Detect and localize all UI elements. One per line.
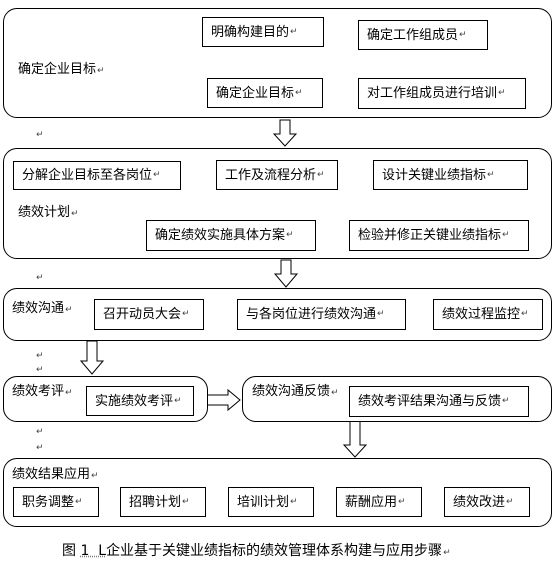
step-box: 实施绩效考评↵ (86, 386, 194, 416)
step-box: 对工作组成员进行培训↵ (358, 78, 526, 109)
stage-label: 绩效沟通↵ (12, 301, 73, 316)
step-box: 绩效过程监控↵ (433, 299, 543, 330)
step-box: 检验并修正关键业绩指标↵ (349, 220, 529, 251)
paragraph-mark: ↵ (36, 351, 44, 361)
stage-label: 绩效结果应用↵ (12, 467, 99, 482)
step-box: 职务调整↵ (13, 487, 99, 517)
step-box: 明确构建目的↵ (202, 17, 324, 47)
stage-arrow-1 (272, 119, 298, 147)
step-box: 与各岗位进行绩效沟通↵ (237, 299, 406, 330)
stage-label: 绩效考评↵ (12, 384, 73, 399)
step-box: 召开动员大会↵ (94, 299, 204, 330)
step-box: 分解企业目标至各岗位↵ (13, 161, 181, 190)
paragraph-mark: ↵ (36, 130, 44, 140)
paragraph-mark: ↵ (36, 273, 44, 283)
step-box: 设计关键业绩指标↵ (373, 160, 528, 190)
paragraph-mark: ↵ (36, 427, 44, 437)
step-box: 绩效改进↵ (444, 487, 530, 517)
step-box: 确定绩效实施具体方案↵ (146, 220, 316, 251)
stage-arrow-2 (273, 259, 299, 288)
stage-label: 绩效沟通反馈↵ (252, 384, 339, 399)
stage-arrow-3 (79, 340, 105, 375)
step-box: 绩效考评结果沟通与反馈↵ (349, 386, 529, 417)
step-box: 工作及流程分析↵ (216, 160, 338, 190)
paragraph-mark: ↵ (36, 365, 44, 375)
paragraph-mark: ↵ (36, 443, 44, 453)
step-box: 招聘计划↵ (120, 487, 206, 517)
step-box: 确定工作组成员↵ (358, 20, 488, 50)
step-box: 培训计划↵ (228, 487, 314, 517)
step-box: 薪酬应用↵ (336, 487, 422, 517)
figure-caption: 图 1 L企业基于关键业绩指标的绩效管理体系构建与应用步骤↵ (62, 543, 451, 559)
stage-label: 绩效计划↵ (18, 205, 79, 220)
step-box: 确定企业目标↵ (207, 78, 323, 108)
stage-arrow-5 (342, 419, 368, 458)
stage-label: 确定企业目标↵ (18, 62, 105, 77)
stage-arrow-4 (204, 388, 241, 412)
